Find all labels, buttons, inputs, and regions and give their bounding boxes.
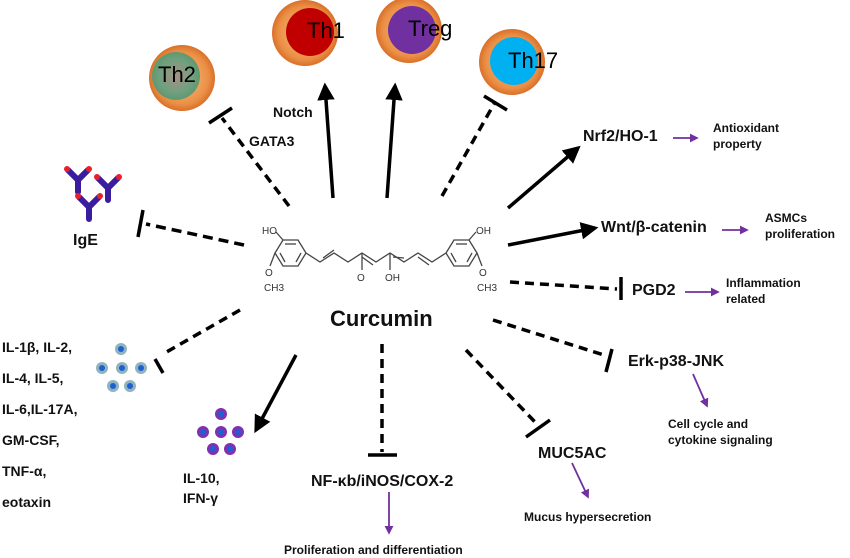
nrf2-effect: Antioxidant property: [713, 120, 779, 152]
th2-label: Th2: [158, 62, 196, 87]
effect-arrow-erk: [692, 373, 709, 408]
th1-label: Th1: [307, 18, 345, 43]
cytokine-item: IL-1β, IL-2,: [2, 339, 72, 355]
cytokine-item: eotaxin: [2, 494, 52, 510]
edge-curcumin-pgd2: [509, 277, 623, 300]
ch3-right-label: CH3: [477, 283, 497, 294]
edge-curcumin-nrf2: [506, 145, 581, 210]
cell-nucleus: [490, 37, 538, 85]
curcumin-structure-labels: HO OH O O CH3 CH3 O OH: [262, 226, 497, 294]
nrf2-label: Nrf2/HO-1: [583, 128, 658, 145]
effect-arrow-muc5ac: [571, 462, 590, 499]
anti-inflammatory-cytokine-dots-icon: [197, 408, 244, 455]
edge-curcumin-erk: [492, 318, 614, 373]
cell-nucleus: [152, 52, 200, 100]
ige-antibodies-icon: [64, 166, 122, 222]
cell-th2: [149, 45, 215, 111]
cytokine-item: GM-CSF,: [2, 432, 60, 448]
pgd2-label: PGD2: [632, 282, 676, 299]
pro-inflammatory-cytokine-dots-icon: [96, 343, 147, 392]
cytokine-item: IL-4, IL-5,: [2, 370, 64, 386]
erk-label: Erk-p38-JNK: [628, 353, 725, 370]
th17-label: Th17: [508, 48, 559, 73]
gata3-label: GATA3: [249, 133, 295, 149]
notch-label: Notch: [273, 104, 313, 120]
pgd2-effect: Inflammation related: [726, 275, 801, 307]
edge-curcumin-th2: [208, 106, 291, 208]
cell-th17: [479, 29, 545, 95]
treg-label: Treg: [408, 16, 453, 41]
ketone-o-label: O: [357, 273, 365, 284]
cell-nucleus: [388, 6, 436, 54]
ho-left-label: HO: [262, 226, 277, 237]
effect-line: ASMCs: [765, 211, 808, 225]
cell-nucleus: [286, 8, 334, 56]
wnt-effect: ASMCs proliferation: [765, 210, 835, 242]
cell-treg: [376, 0, 442, 63]
ige-label: IgE: [73, 232, 98, 249]
curcumin-structure-icon: [269, 231, 483, 270]
ch3-left-label: CH3: [264, 283, 284, 294]
effect-line: property: [713, 137, 762, 151]
cytokine-item: IL-6,IL-17A,: [2, 401, 78, 417]
effect-line: cytokine signaling: [668, 433, 773, 447]
edge-curcumin-cytokines: [153, 308, 241, 374]
edge-curcumin-nfkb: [368, 344, 397, 457]
cytokine-item: IL-10,: [183, 470, 220, 486]
anti-inflammatory-cytokine-list: IL-10, IFN-γ: [183, 468, 220, 508]
cytokine-item: TNF-α,: [2, 463, 47, 479]
wnt-label: Wnt/β-catenin: [601, 219, 707, 236]
edge-curcumin-th17: [440, 94, 508, 197]
curcumin-title: Curcumin: [330, 306, 433, 331]
cytokine-item: IFN-γ: [183, 490, 218, 506]
edge-curcumin-treg: [385, 82, 403, 199]
edge-curcumin-th1: [317, 82, 335, 199]
erk-effect: Cell cycle and cytokine signaling: [668, 416, 773, 448]
edge-curcumin-ige: [136, 209, 245, 247]
muc5ac-effect: Mucus hypersecretion: [524, 510, 652, 524]
effect-line: Cell cycle and: [668, 417, 749, 431]
pro-inflammatory-cytokine-list: IL-1β, IL-2, IL-4, IL-5, IL-6,IL-17A, GM…: [2, 332, 77, 518]
effect-line: proliferation: [765, 227, 836, 241]
edge-curcumin-il10-ifng: [254, 354, 298, 434]
effect-line: Inflammation: [726, 276, 801, 290]
edge-curcumin-muc5ac: [464, 348, 552, 439]
o-right-label: O: [479, 268, 487, 279]
enol-oh-label: OH: [385, 273, 400, 284]
muc5ac-label: MUC5AC: [538, 445, 607, 462]
nfkb-label: NF-κb/iNOS/COX-2: [311, 473, 454, 490]
effect-line: Antioxidant: [713, 121, 779, 135]
cell-th1: [272, 0, 338, 66]
nfkb-effect: Proliferation and differentiation: [284, 543, 463, 557]
oh-right-label: OH: [476, 226, 491, 237]
edge-curcumin-wnt: [507, 222, 599, 247]
effect-line: related: [726, 292, 766, 306]
o-left-label: O: [265, 268, 273, 279]
